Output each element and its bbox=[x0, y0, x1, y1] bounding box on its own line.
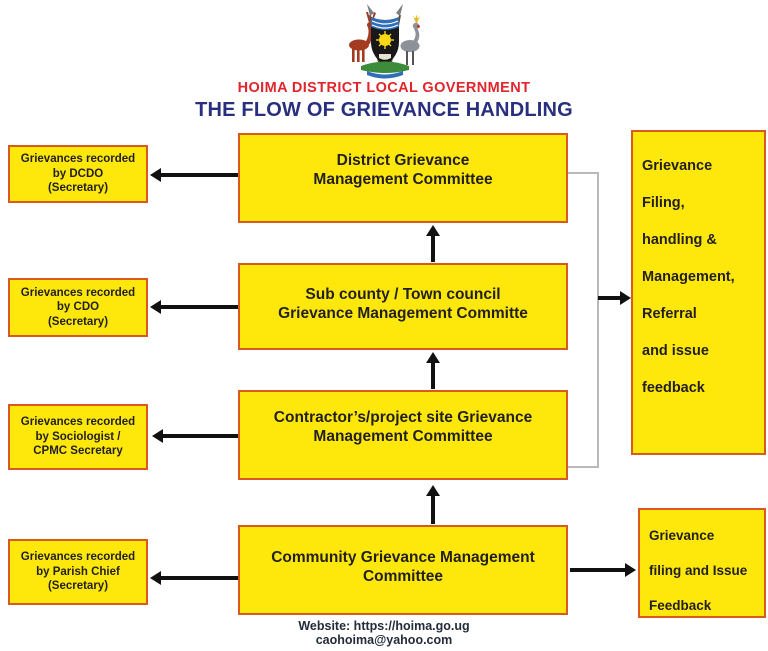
connector-gray-top bbox=[568, 172, 598, 174]
page-title: THE FLOW OF GRIEVANCE HANDLING bbox=[195, 99, 573, 121]
arrow-shaft bbox=[431, 361, 435, 389]
arrow-shaft bbox=[598, 296, 622, 300]
arrow-shaft bbox=[159, 576, 238, 580]
connector-gray-vertical bbox=[597, 172, 599, 468]
arrow-shaft bbox=[431, 234, 435, 262]
arrow-shaft bbox=[570, 568, 627, 572]
arrowhead-right-icon bbox=[620, 291, 631, 305]
org-name: HOIMA DISTRICT LOCAL GOVERNMENT bbox=[237, 80, 531, 96]
box-district-grievance-committee: District Grievance Management Committee bbox=[238, 133, 568, 223]
box-recorded-by-dcdo: Grievances recorded by DCDO (Secretary) bbox=[8, 145, 148, 203]
footer-contacts: Website: https://hoima.go.ug caohoima@ya… bbox=[0, 619, 768, 647]
box-recorded-by-sociologist-label: Grievances recorded by Sociologist / CPM… bbox=[20, 416, 136, 458]
arrowhead-left-icon bbox=[150, 300, 161, 314]
arrow-community-to-parish-chief bbox=[150, 571, 238, 585]
arrow-community-to-contractor bbox=[426, 485, 440, 524]
arrow-subcounty-to-cdo bbox=[150, 300, 238, 314]
box-recorded-by-cdo-label: Grievances recorded by CDO (Secretary) bbox=[20, 286, 136, 328]
arrowhead-left-icon bbox=[150, 571, 161, 585]
arrow-shaft bbox=[159, 305, 238, 309]
arrow-shaft bbox=[431, 494, 435, 524]
arrow-community-to-feedback-box bbox=[570, 563, 636, 577]
box-recorded-by-cdo: Grievances recorded by CDO (Secretary) bbox=[8, 278, 148, 337]
arrowhead-left-icon bbox=[150, 168, 161, 182]
box-recorded-by-parish-chief: Grievances recorded by Parish Chief (Sec… bbox=[8, 539, 148, 605]
box-grievance-filing-feedback: Grievance filing and Issue Feedback bbox=[638, 508, 766, 618]
arrow-contractor-to-sociologist bbox=[152, 429, 238, 443]
box-recorded-by-parish-chief-label: Grievances recorded by Parish Chief (Sec… bbox=[20, 551, 136, 593]
arrow-subcounty-to-district bbox=[426, 225, 440, 262]
arrowhead-right-icon bbox=[625, 563, 636, 577]
box-contractor-grievance-committee: Contractor’s/project site Grievance Mana… bbox=[238, 390, 568, 480]
arrowhead-up-icon bbox=[426, 485, 440, 496]
box-recorded-by-dcdo-label: Grievances recorded by DCDO (Secretary) bbox=[20, 153, 136, 195]
footer-email: caohoima@yahoo.com bbox=[315, 633, 453, 647]
arrowhead-up-icon bbox=[426, 225, 440, 236]
box-recorded-by-sociologist: Grievances recorded by Sociologist / CPM… bbox=[8, 404, 148, 470]
arrow-shaft bbox=[161, 434, 238, 438]
box-grievance-filing-handling: Grievance Filing, handling & Management,… bbox=[631, 130, 766, 455]
footer-website: Website: https://hoima.go.ug bbox=[298, 619, 470, 633]
box-subcounty-grievance-committee: Sub county / Town council Grievance Mana… bbox=[238, 263, 568, 350]
arrowhead-left-icon bbox=[152, 429, 163, 443]
arrow-to-filing-handling-box bbox=[598, 291, 631, 305]
uganda-coat-of-arms-icon bbox=[349, 4, 420, 79]
arrowhead-up-icon bbox=[426, 352, 440, 363]
connector-gray-bottom bbox=[568, 466, 598, 468]
arrow-district-to-dcdo bbox=[150, 168, 238, 182]
arrow-contractor-to-subcounty bbox=[426, 352, 440, 389]
arrow-shaft bbox=[159, 173, 238, 177]
box-community-grievance-committee: Community Grievance Management Committee bbox=[238, 525, 568, 615]
